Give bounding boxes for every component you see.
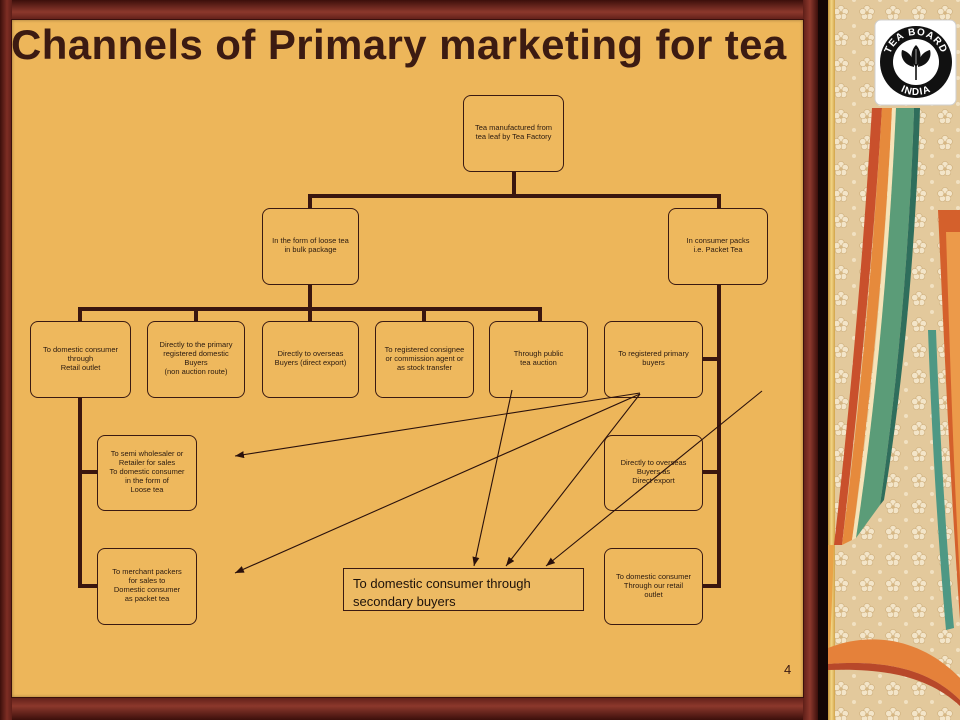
node-overseas-direct-export: Directly to overseas Buyers (direct expo…: [262, 321, 359, 398]
decorative-swoosh: [828, 639, 960, 700]
vertical-divider: [818, 0, 828, 720]
tea-board-india-logo: TEA BOARD INDIA: [874, 19, 957, 106]
node-registered-consignee: To registered consignee or commission ag…: [375, 321, 474, 398]
node-label: To registered primary buyers: [618, 349, 689, 367]
node-merchant-packers: To merchant packers for sales to Domesti…: [97, 548, 197, 625]
node-overseas-packet-export: Directly to overseas Buyers as Direct ex…: [604, 435, 703, 511]
gold-strip: [828, 0, 835, 720]
logo-bottom-text: INDIA: [899, 84, 931, 98]
decorative-band: [852, 108, 896, 540]
decorative-band: [928, 330, 954, 630]
svg-text:INDIA: INDIA: [899, 84, 932, 98]
decorative-panel: TEA BOARD INDIA: [828, 0, 960, 720]
node-label: Tea manufactured from tea leaf by Tea Fa…: [474, 123, 553, 141]
node-label: Directly to overseas Buyers as Direct ex…: [620, 458, 687, 485]
slide-frame-right-edge: [803, 0, 818, 720]
node-own-retail-outlet: To domestic consumer Through our retail …: [604, 548, 703, 625]
node-label: In consumer packs i.e. Packet Tea: [686, 236, 750, 254]
node-label: To domestic consumer Through our retail …: [615, 571, 692, 599]
node-retail-outlet: To domestic consumer through Retail outl…: [30, 321, 131, 398]
node-public-tea-auction: Through public tea auction: [489, 321, 588, 398]
decorative-band: [946, 232, 960, 580]
decorative-band: [834, 108, 882, 545]
slide-frame-left-edge: [0, 0, 12, 720]
node-primary-domestic-buyers: Directly to the primary registered domes…: [147, 321, 245, 398]
node-loose-tea-bulk-package: In the form of loose tea in bulk package: [262, 208, 359, 285]
node-label: To domestic consumer through Retail outl…: [42, 344, 119, 372]
node-label: To merchant packers for sales to Domesti…: [112, 567, 182, 603]
node-semi-wholesaler: To semi wholesaler or Retailer for sales…: [97, 435, 197, 511]
node-label: To registered consignee or commission ag…: [384, 344, 465, 372]
node-label: In the form of loose tea in bulk package: [272, 236, 349, 254]
decorative-band: [880, 108, 920, 505]
node-label: To domestic consumer through secondary b…: [353, 576, 531, 609]
decorative-band: [828, 545, 834, 662]
decorative-band: [842, 108, 892, 545]
node-consumer-packs: In consumer packs i.e. Packet Tea: [668, 208, 768, 285]
decorative-band: [856, 108, 914, 538]
node-tea-factory: Tea manufactured from tea leaf by Tea Fa…: [463, 95, 564, 172]
node-label: To semi wholesaler or Retailer for sales…: [109, 449, 185, 494]
decorative-swoosh: [828, 663, 960, 706]
slide-title: Channels of Primary marketing for tea: [11, 21, 787, 68]
node-label: Directly to the primary registered domes…: [159, 340, 233, 376]
tea-leaf-icon: [901, 45, 931, 80]
page-number: 4: [784, 662, 792, 677]
node-registered-primary-buyers: To registered primary buyers: [604, 321, 703, 398]
node-secondary-buyers: To domestic consumer through secondary b…: [343, 568, 584, 611]
node-label: Through public tea auction: [513, 349, 564, 367]
node-label: Directly to overseas Buyers (direct expo…: [274, 349, 347, 367]
